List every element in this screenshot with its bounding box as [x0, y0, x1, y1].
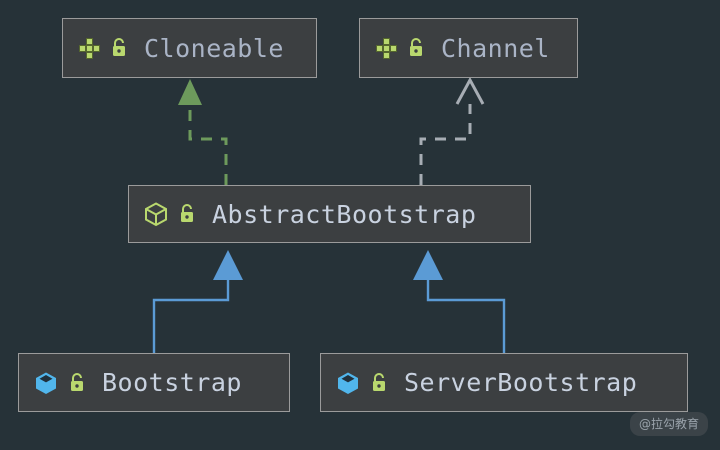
arrowhead-filled-triangle-serverbootstrap [413, 250, 443, 280]
edge-line-cloneable [188, 104, 228, 185]
node-label-server-bootstrap: ServerBootstrap [404, 368, 638, 397]
class-cube-icon [36, 372, 56, 394]
unlocked-padlock-icon [181, 204, 193, 222]
node-label-channel: Channel [441, 33, 550, 63]
edge-abstractbootstrap-implements-channel [419, 76, 485, 185]
abstract-class-cube-icon [145, 202, 167, 227]
unlocked-padlock-icon [113, 38, 125, 56]
edge-abstractbootstrap-implements-cloneable [178, 79, 228, 185]
interface-icon [79, 38, 100, 59]
class-cube-icon [338, 372, 358, 394]
interface-icon [376, 38, 397, 59]
node-cloneable[interactable]: Cloneable [62, 18, 317, 78]
node-server-bootstrap[interactable]: ServerBootstrap [320, 353, 688, 412]
node-label-cloneable: Cloneable [144, 33, 284, 63]
arrowhead-filled-triangle-cloneable [178, 79, 202, 105]
edge-line-serverbootstrap [426, 278, 506, 353]
edge-bootstrap-extends-abstractbootstrap [152, 250, 243, 353]
unlocked-padlock-icon [71, 372, 83, 391]
edge-serverbootstrap-extends-abstractbootstrap [413, 250, 506, 353]
edge-line-bootstrap [152, 278, 230, 353]
node-channel[interactable]: Channel [359, 18, 578, 78]
unlocked-padlock-icon [373, 372, 385, 391]
node-label-bootstrap: Bootstrap [102, 368, 242, 397]
arrowhead-filled-triangle-bootstrap [213, 250, 243, 280]
node-abstract-bootstrap[interactable]: AbstractBootstrap [128, 185, 531, 243]
node-label-abstract-bootstrap: AbstractBootstrap [212, 199, 477, 229]
edge-line-channel [419, 104, 472, 185]
unlocked-padlock-icon [410, 38, 422, 56]
arrowhead-open-triangle-channel [455, 76, 485, 105]
watermark: @拉勾教育 [629, 412, 708, 436]
node-bootstrap[interactable]: Bootstrap [18, 353, 290, 412]
